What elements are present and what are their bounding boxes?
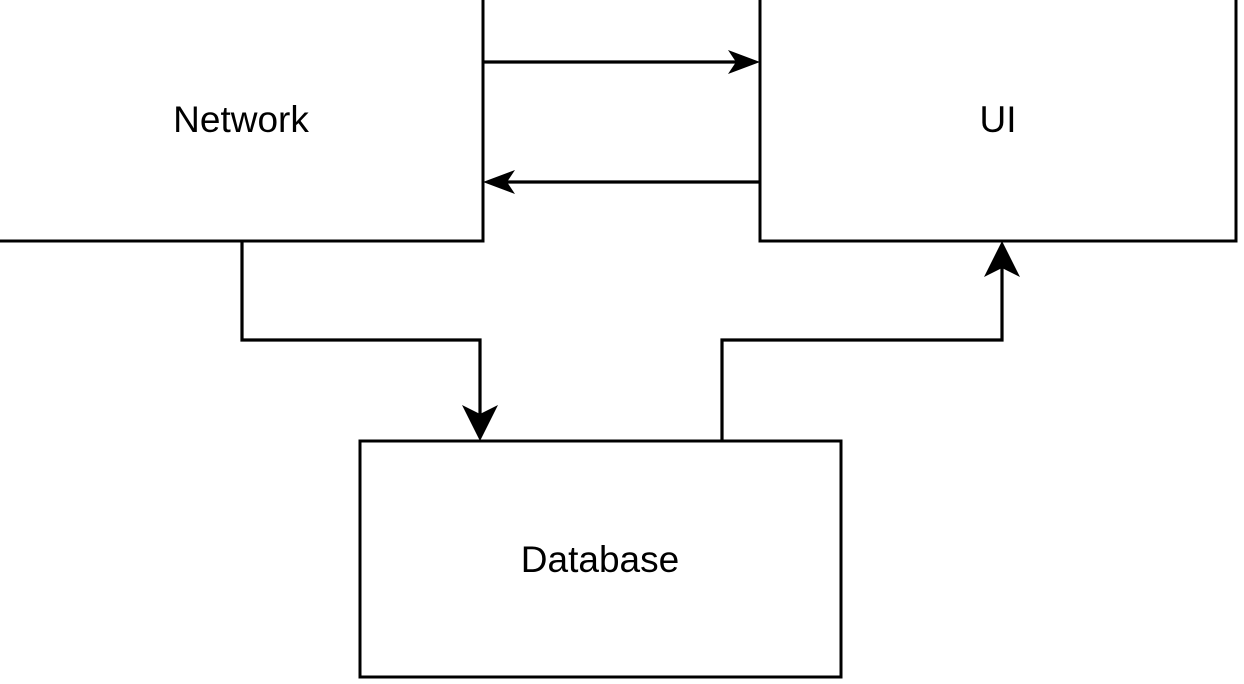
arrow-head-icon (728, 50, 760, 74)
node-ui-box (758, 0, 1238, 243)
edge-database-to-ui[interactable] (720, 241, 1020, 441)
arrow-head-icon (462, 405, 498, 441)
node-ui[interactable]: UI (758, 0, 1238, 243)
node-database-label: Database (521, 539, 679, 580)
edge-network-to-ui[interactable] (483, 50, 760, 74)
node-network[interactable]: Network (0, 0, 485, 243)
node-database[interactable]: Database (358, 439, 843, 679)
node-network-label: Network (173, 99, 309, 140)
edge-ui-to-network[interactable] (483, 170, 760, 194)
edge-network-to-database[interactable] (240, 241, 498, 441)
edge-network-to-database-line (240, 241, 482, 433)
arrow-head-icon (483, 170, 515, 194)
arrow-head-icon (984, 241, 1020, 277)
node-network-box (0, 0, 485, 243)
node-database-box (358, 439, 843, 679)
edge-database-to-ui-line (720, 249, 1004, 441)
node-ui-label: UI (980, 99, 1017, 140)
